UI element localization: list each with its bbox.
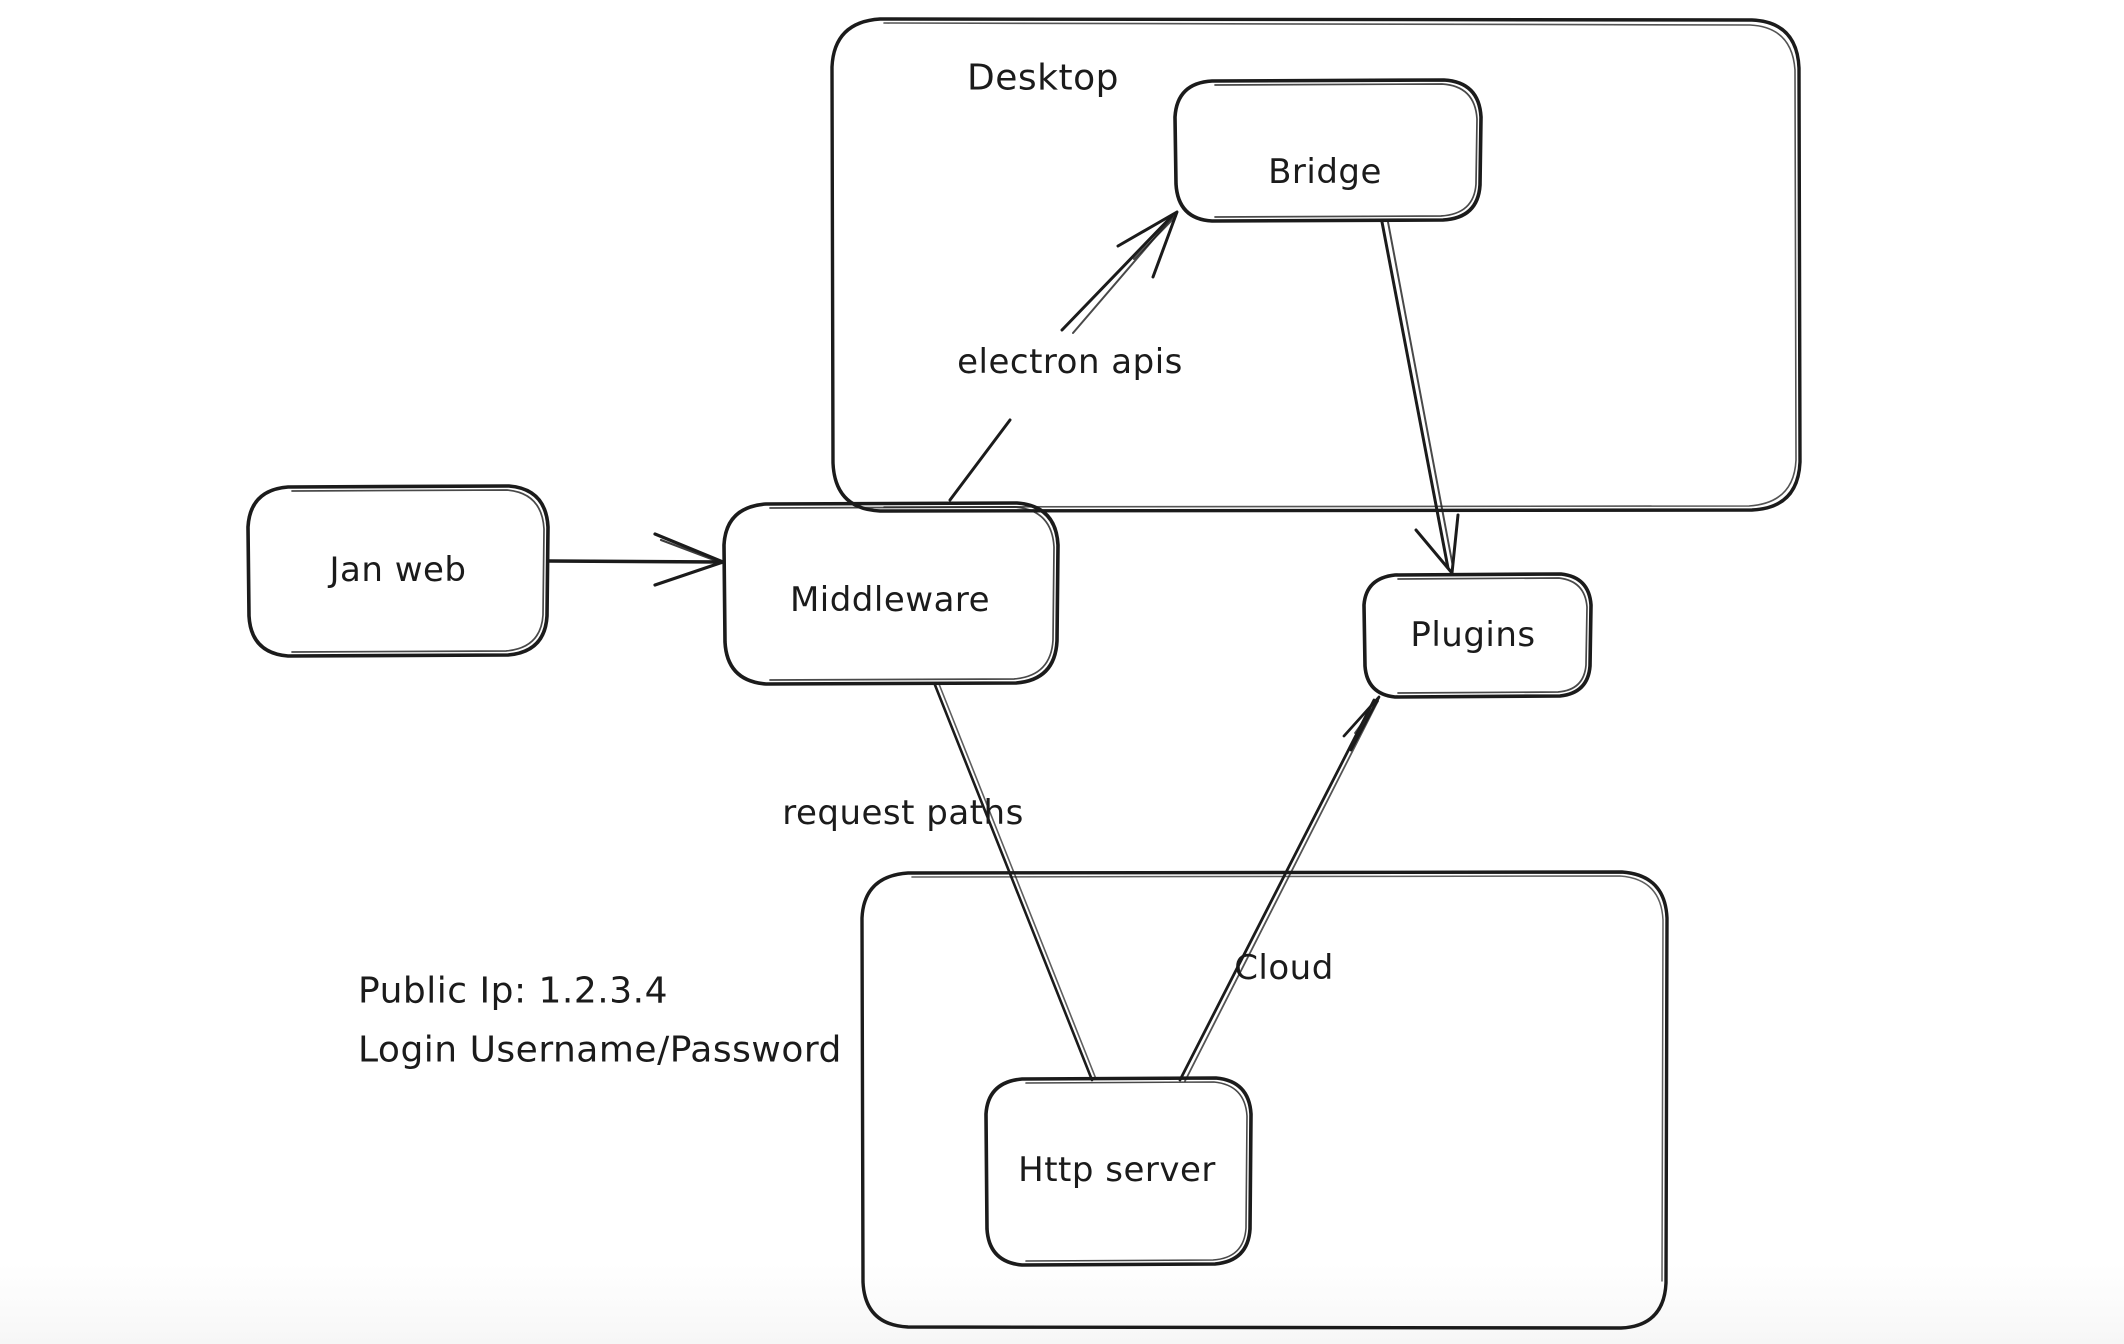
node-middleware-outline bbox=[722, 501, 1060, 686]
node-middleware[interactable] bbox=[725, 503, 1058, 683]
node-label-middleware: Middleware bbox=[789, 580, 991, 620]
node-label-bridge: Bridge bbox=[1268, 152, 1382, 192]
edge-middleware-to-bridge bbox=[948, 210, 1179, 502]
node-bridge[interactable] bbox=[1175, 80, 1480, 220]
note-public-ip: Public Ip: 1.2.3.4 bbox=[358, 970, 668, 1012]
node-label-jan-web: Jan web bbox=[329, 550, 467, 590]
node-plugins[interactable] bbox=[1365, 574, 1591, 696]
edge-label-cloud: Cloud bbox=[1234, 948, 1334, 988]
node-label-http-server: Http server bbox=[1018, 1150, 1216, 1190]
node-label-plugins: Plugins bbox=[1410, 615, 1536, 655]
container-label-desktop: Desktop bbox=[967, 57, 1119, 99]
edge-bridge-to-plugins bbox=[1380, 220, 1460, 575]
node-plugins-outline bbox=[1362, 572, 1593, 699]
edge-label-request-paths: request paths bbox=[782, 793, 1024, 833]
container-cloud-group-outline bbox=[860, 870, 1669, 1330]
container-cloud-group[interactable] bbox=[862, 872, 1667, 1328]
node-jan-web[interactable] bbox=[248, 486, 548, 656]
edge-jan-web-to-middleware bbox=[547, 532, 725, 587]
container-desktop-outline bbox=[830, 17, 1802, 513]
note-login-credentials: Login Username/Password bbox=[358, 1029, 842, 1071]
edge-http-server-to-plugins bbox=[1178, 695, 1381, 1082]
node-jan-web-outline bbox=[246, 484, 550, 658]
edge-middleware-to-http-server bbox=[933, 683, 1097, 1082]
node-http-server[interactable] bbox=[988, 1078, 1250, 1264]
node-bridge-outline bbox=[1173, 78, 1483, 223]
node-http-server-outline bbox=[984, 1076, 1253, 1267]
edge-label-electron-apis: electron apis bbox=[957, 342, 1183, 382]
